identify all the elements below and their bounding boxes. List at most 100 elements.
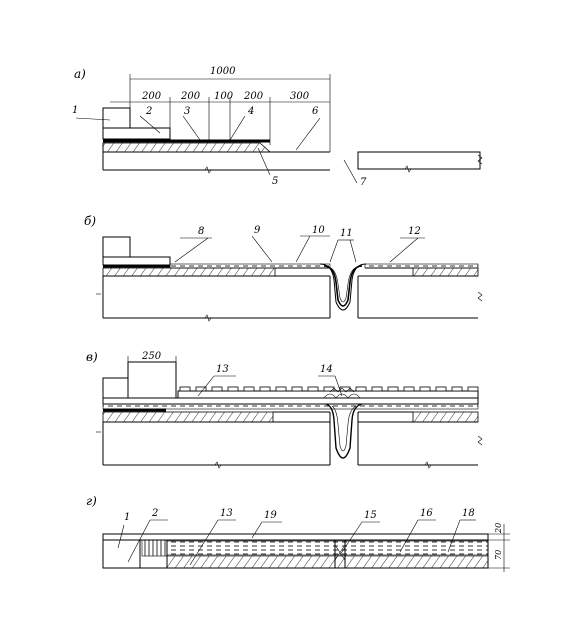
callout-9: 9 [254, 225, 261, 236]
callout-11: 11 [340, 228, 353, 239]
tile-ridge [195, 386, 207, 392]
callout-13: 13 [216, 364, 229, 375]
layer-2 [102, 127, 171, 140]
break-mark [477, 154, 483, 165]
callout-8: 8 [198, 226, 204, 237]
panel-v: в) 250 [86, 350, 483, 469]
dashed-layer [364, 263, 479, 269]
compensator-inner [323, 265, 363, 307]
hatched-layer [412, 267, 479, 277]
plan-vline-block [141, 539, 168, 557]
compensator-outer [319, 263, 367, 311]
tile-ridge [291, 386, 303, 392]
compensator-core [327, 266, 359, 303]
leader-2 [139, 115, 161, 134]
hatched-layer [102, 411, 274, 423]
callout-14: 14 [320, 364, 333, 375]
leader-4 [229, 115, 246, 141]
dim-200c: 200 [243, 91, 264, 102]
callout-5: 5 [272, 176, 278, 187]
adjacent-slab [357, 151, 481, 170]
callout-g13: 13 [220, 508, 233, 519]
leader-g2 [127, 519, 151, 563]
tile-ridge [467, 386, 479, 392]
break-mark [477, 435, 483, 446]
panel-b-label: б) [84, 214, 96, 228]
leader-10 [295, 235, 311, 263]
callout-g16: 16 [420, 508, 433, 519]
leader-8 [174, 237, 209, 263]
dim-70: 70 [494, 550, 503, 560]
leader-11a [329, 239, 339, 263]
tiles [179, 386, 479, 392]
callout-g1: 1 [124, 512, 130, 523]
joint-filler-outer [325, 403, 363, 459]
tile-ridge [435, 386, 447, 392]
tile-ridge [227, 386, 239, 392]
tile-ridge [307, 386, 319, 392]
break-mark [424, 461, 432, 469]
panel-g-label: г) [86, 494, 97, 508]
break-mark [214, 461, 222, 469]
callout-2: 2 [145, 106, 152, 117]
leader-g16 [399, 519, 419, 553]
break-mark [404, 165, 412, 173]
leader-3 [182, 115, 201, 141]
tile-ridge [355, 386, 367, 392]
callout-g15: 15 [364, 510, 377, 521]
panel-g: г) 20 70 1 2 13 19 15 16 [86, 494, 510, 572]
leader-g19 [251, 521, 263, 539]
leader-1 [75, 117, 111, 121]
break-mark [204, 314, 212, 322]
callout-4: 4 [247, 106, 254, 117]
tile-ridge [243, 386, 255, 392]
leader-g13 [189, 519, 219, 566]
break-mark [204, 166, 212, 174]
sealant-cap-zigzag [329, 387, 355, 393]
tile-ridge [275, 386, 287, 392]
dim-20: 20 [494, 523, 503, 534]
panel-a-label: а) [74, 67, 86, 81]
sealant-cap [323, 393, 361, 399]
break-mark [477, 291, 483, 302]
callout-1: 1 [72, 105, 78, 116]
callout-6: 6 [312, 106, 319, 117]
leader-7 [343, 159, 358, 184]
leader-9 [251, 235, 273, 263]
leader-13 [197, 375, 215, 397]
leader-g18 [447, 519, 461, 553]
tile-ridge [403, 386, 415, 392]
joint-filler-inner [331, 405, 357, 452]
callout-g19: 19 [264, 510, 277, 521]
layer [102, 256, 171, 266]
callout-g18: 18 [462, 508, 475, 519]
bedding-layer [102, 397, 479, 405]
leader-14 [334, 375, 343, 397]
tile-ridge [179, 386, 191, 392]
panel-v-label: в) [86, 350, 98, 364]
callout-3: 3 [184, 106, 190, 117]
tile-ridge [419, 386, 431, 392]
hatched-layer [102, 267, 276, 277]
leader-12 [389, 237, 419, 263]
dim-100: 100 [214, 91, 234, 102]
callout-10: 10 [312, 225, 325, 236]
dim-200b: 200 [180, 91, 201, 102]
dim-200a: 200 [141, 91, 162, 102]
callout-12: 12 [408, 226, 421, 237]
block [102, 236, 131, 258]
leader-5 [257, 147, 271, 176]
leader-g15 [339, 521, 363, 556]
tile-ridge [259, 386, 271, 392]
leader-g1 [117, 524, 125, 549]
callout-g2: 2 [151, 508, 158, 519]
panel-b: б) 8 9 10 11 [84, 214, 483, 322]
tile-ridge [387, 386, 399, 392]
callout-7: 7 [360, 177, 367, 188]
block-tall [127, 361, 177, 399]
plan-hatched-row [166, 555, 489, 569]
tile-ridge [451, 386, 463, 392]
dim-300: 300 [290, 91, 310, 102]
dashed-layer [102, 403, 479, 410]
hatched-layer-5 [102, 142, 272, 153]
